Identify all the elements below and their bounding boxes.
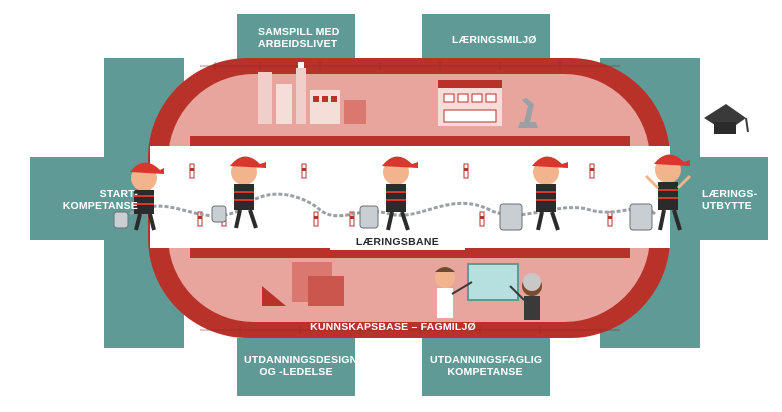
label-start-line1: START- [99,188,138,200]
character-4 [499,156,568,231]
panel-bottom-right [422,338,550,396]
label-design-line1: UTDANNINGSDESIGN [244,354,358,366]
panel-top-right [422,14,550,66]
label-samspill-line2: ARBEIDSLIVET [258,38,338,50]
panel-bottom-left [237,338,355,396]
bottom-band [190,248,630,258]
label-utdanningsdesign: UTDANNINGSDESIGN OG -LEDELSE [244,354,358,378]
label-samspill-line1: SAMSPILL MED [258,26,340,38]
character-5 [629,154,692,231]
label-utdanningsfaglig: UTDANNINGSFAGLIG KOMPETANSE [430,354,543,378]
base-label: KUNNSKAPSBASE – FAGMILJØ [310,321,476,333]
teachers-illustration [435,263,542,320]
label-samspill: SAMSPILL MED ARBEIDSLIVET [258,26,340,50]
label-startkompetanse: START- KOMPETANSE [50,188,138,212]
label-start-line2: KOMPETANSE [62,200,138,212]
graduation-cap-icon [704,104,749,134]
character-2 [211,156,266,229]
character-1 [113,162,164,231]
label-laeringsmiljo: LÆRINGSMILJØ [452,34,537,46]
school-illustration [438,80,538,128]
label-faglig-line1: UTDANNINGSFAGLIG [430,354,543,366]
label-utbytte-line1: LÆRINGS- [702,188,758,200]
character-3 [359,156,418,231]
track-label: LÆRINGSBANE [330,234,465,250]
factory-illustration [258,62,366,124]
top-band [190,136,630,146]
label-utbytte-line2: UTBYTTE [702,200,752,212]
label-laeringsutbytte: LÆRINGS- UTBYTTE [702,188,757,212]
label-design-line2: OG -LEDELSE [259,366,333,378]
brick-texture [200,62,620,334]
label-faglig-line2: KOMPETANSE [447,366,523,378]
panel-top-left [237,14,355,66]
blocks-illustration [262,262,344,306]
track-lane [150,146,670,248]
panel-right [690,157,768,240]
